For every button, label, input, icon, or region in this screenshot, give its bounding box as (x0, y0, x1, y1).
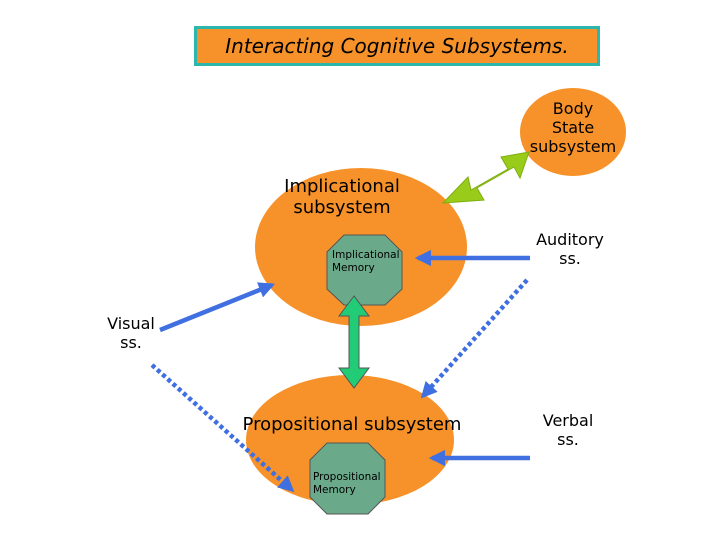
visual-to-propositional-dotted-arrow (150, 363, 295, 493)
body-state-ellipse (520, 88, 626, 176)
verbal-label: Verbal ss. (542, 411, 594, 449)
visual-label: Visual ss. (107, 314, 155, 352)
implicational-memory-label: Implicational Memory (332, 249, 400, 274)
propositional-ellipse (246, 375, 454, 505)
memory-link-arrow (338, 295, 370, 389)
diagram-title-box: Interacting Cognitive Subsystems. (194, 26, 600, 66)
propositional-memory-label: Propositional Memory (313, 471, 381, 496)
auditory-to-propositional-dotted-arrow (420, 278, 529, 399)
implicational-memory-octagon (326, 234, 403, 306)
visual-to-implicational-arrow (159, 282, 276, 333)
auditory-label: Auditory ss. (536, 230, 604, 268)
body-state-label: Body State subsystem (529, 99, 617, 156)
propositional-label: Propositional subsystem (242, 414, 462, 435)
implicational-label: Implicational subsystem (284, 176, 400, 219)
propositional-memory-octagon (309, 442, 386, 515)
implicational-bodystate-arrow (441, 151, 530, 204)
diagram-title: Interacting Cognitive Subsystems. (225, 34, 569, 58)
